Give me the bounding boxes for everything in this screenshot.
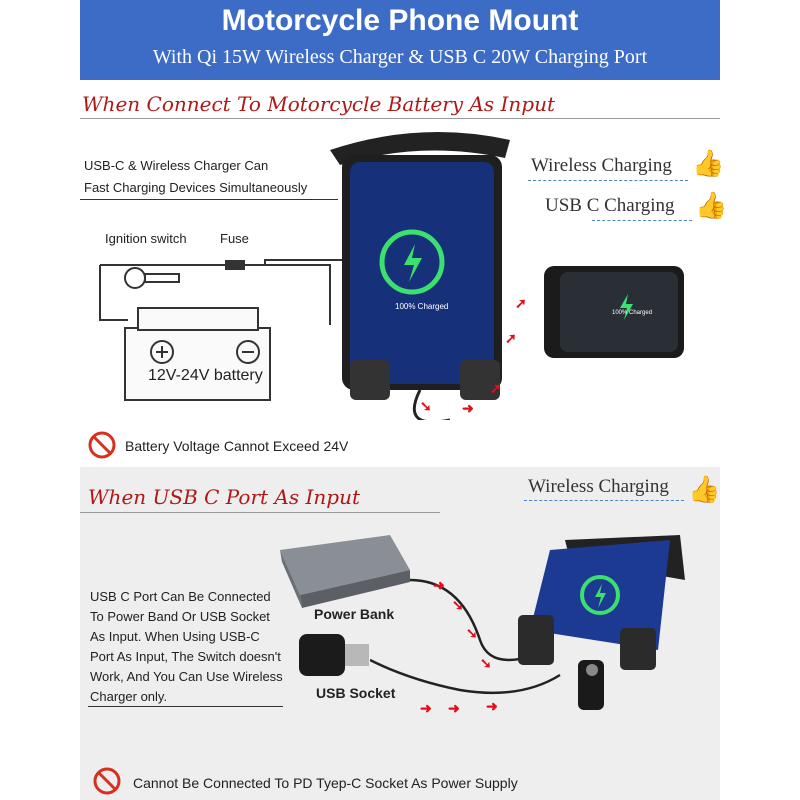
usb-socket-illustration bbox=[299, 634, 369, 676]
device-status: 100% Charged bbox=[612, 310, 653, 316]
flow-arrow: ➜ bbox=[448, 700, 460, 716]
callout-line2: Fast Charging Devices Simultaneously bbox=[84, 180, 308, 195]
header-banner: Motorcycle Phone Mount With Qi 15W Wirel… bbox=[80, 0, 720, 80]
flow-arrow: ➘ bbox=[420, 398, 432, 414]
flow-arrow: ➘ bbox=[480, 655, 492, 671]
charged-device-illustration bbox=[544, 266, 684, 358]
wireless-pointer-line bbox=[528, 180, 688, 181]
thumbs-up-icon: 👍 bbox=[688, 474, 721, 504]
note-line: USB C Port Can Be Connected bbox=[90, 589, 271, 604]
flow-arrow: ➚ bbox=[505, 330, 517, 346]
fuse-label: Fuse bbox=[220, 231, 249, 246]
fuse-icon bbox=[225, 260, 245, 270]
note-line: Port As Input, The Switch doesn't bbox=[90, 649, 281, 664]
key-icon bbox=[124, 267, 180, 289]
note-line: Charger only. bbox=[90, 689, 168, 704]
wireless-pointer-line-2 bbox=[524, 500, 684, 501]
prohibited-icon bbox=[88, 431, 116, 459]
thumbs-up-icon: 👍 bbox=[695, 190, 728, 220]
note-line: As Input. When Using USB-C bbox=[90, 629, 260, 644]
warning-pd-socket: Cannot Be Connected To PD Tyep-C Socket … bbox=[133, 775, 518, 791]
phone-mount-illustration bbox=[330, 132, 510, 420]
phone-status: 100% Charged bbox=[395, 302, 449, 311]
usbc-pointer-line bbox=[592, 220, 692, 221]
flow-arrow: ➘ bbox=[452, 597, 464, 613]
warning-battery-voltage: Battery Voltage Cannot Exceed 24V bbox=[125, 438, 349, 454]
wireless-charging-label-2: Wireless Charging bbox=[528, 476, 669, 497]
section1-divider bbox=[80, 118, 720, 119]
section1-title: When Connect To Motorcycle Battery As In… bbox=[82, 92, 555, 116]
callout-underline bbox=[80, 199, 338, 200]
page-title: Motorcycle Phone Mount bbox=[221, 4, 579, 37]
note-underline bbox=[88, 706, 283, 707]
section2-title: When USB C Port As Input bbox=[88, 485, 360, 509]
power-bank-label: Power Bank bbox=[314, 606, 395, 622]
section2-divider bbox=[80, 512, 440, 513]
page-subtitle: With Qi 15W Wireless Charger & USB C 20W… bbox=[152, 46, 648, 68]
cable-illustration bbox=[370, 578, 561, 695]
flow-arrow: ➜ bbox=[420, 700, 432, 716]
battery-label: 12V-24V battery bbox=[148, 367, 263, 384]
ignition-label: Ignition switch bbox=[105, 231, 187, 246]
flow-arrow: ➜ bbox=[462, 400, 474, 416]
flow-arrow: ➘ bbox=[466, 625, 478, 641]
callout-line1: USB-C & Wireless Charger Can bbox=[84, 158, 269, 173]
thumbs-up-icon: 👍 bbox=[692, 148, 725, 178]
usbc-charging-label: USB C Charging bbox=[545, 195, 675, 216]
usb-socket-label: USB Socket bbox=[316, 685, 396, 701]
usb-input-note: USB C Port Can Be Connected To Power Ban… bbox=[90, 587, 300, 707]
battery-icon bbox=[124, 307, 271, 401]
flow-arrow: ➜ bbox=[486, 698, 498, 714]
phone-mount-illustration-2 bbox=[518, 535, 685, 710]
note-line: Work, And You Can Use Wireless bbox=[90, 669, 283, 684]
wireless-charging-label: Wireless Charging bbox=[531, 155, 672, 176]
flow-arrow: ➚ bbox=[515, 295, 527, 311]
prohibited-icon bbox=[93, 767, 121, 795]
battery-wiring-illustration bbox=[99, 259, 345, 401]
flow-arrow: ➚ bbox=[490, 380, 502, 396]
flow-arrow: ➜ bbox=[433, 577, 445, 593]
power-bank-illustration bbox=[280, 535, 410, 608]
note-line: To Power Band Or USB Socket bbox=[90, 609, 270, 624]
